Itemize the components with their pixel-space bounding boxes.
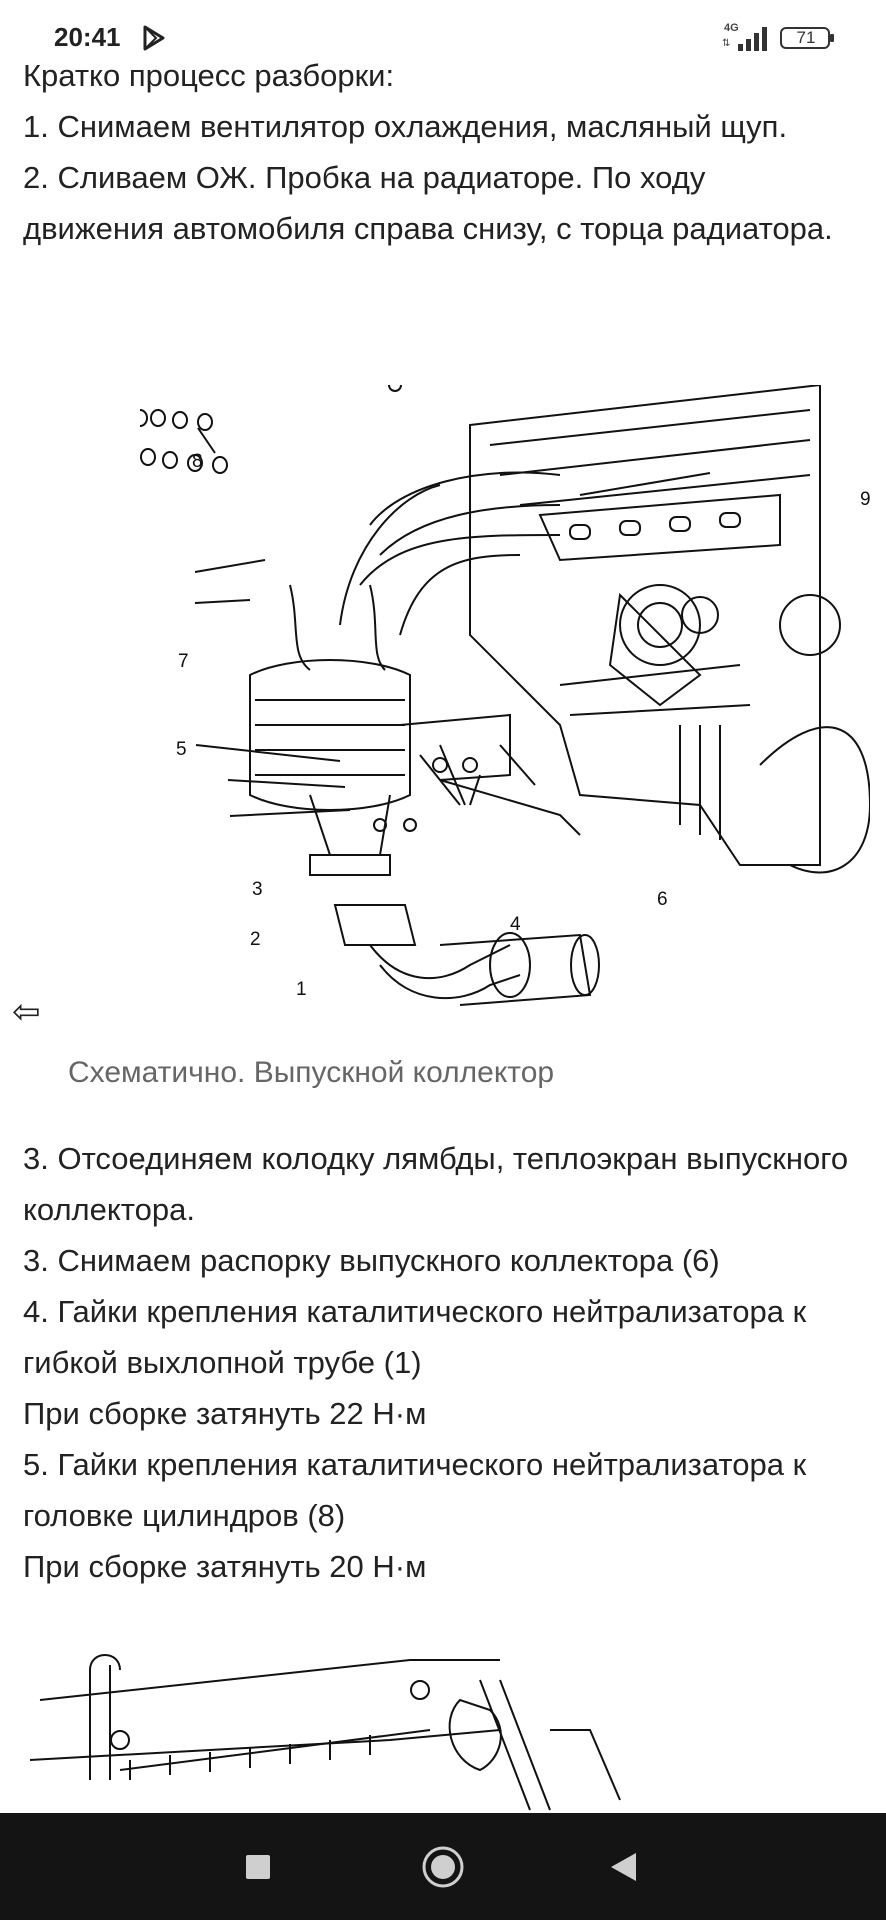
status-time: 20:41 [54, 22, 121, 52]
label-4: 4 [510, 914, 521, 935]
battery-icon [780, 27, 834, 49]
data-arrows-icon: ⇅ [722, 38, 731, 49]
triangle-back-icon [611, 1852, 636, 1881]
paragraph: 5. Гайки крепления каталитического нейтр… [23, 1447, 807, 1533]
play-protect-icon [143, 25, 165, 51]
navigation-bar [0, 1813, 886, 1920]
paragraph: 2. Сливаем ОЖ. Пробка на радиаторе. По х… [23, 160, 833, 246]
second-diagram [30, 1654, 621, 1811]
home-button[interactable] [383, 1813, 503, 1920]
paragraph: При сборке затянуть 20 Н·м [23, 1549, 427, 1584]
signal-icon [738, 27, 767, 51]
article-steps: 3. Отсоединяем колодку лямбды, теплоэкра… [23, 1133, 853, 1592]
exhaust-manifold-diagram[interactable]: 8 9 7 5 3 6 4 2 1 [140, 385, 870, 1045]
label-9: 9 [860, 489, 870, 510]
status-bar: 20:41 4G ⇅ 71 [0, 0, 886, 56]
article-intro: Кратко процесс разборки: 1. Снимаем вент… [23, 50, 843, 254]
label-6: 6 [657, 889, 668, 910]
circle-icon [422, 1846, 464, 1887]
label-1: 1 [296, 979, 307, 1000]
paragraph: 3. Отсоединяем колодку лямбды, теплоэкра… [23, 1141, 849, 1227]
paragraph: Кратко процесс разборки: [23, 58, 395, 93]
label-7: 7 [178, 651, 189, 672]
label-8: 8 [192, 451, 203, 472]
back-arrow-icon[interactable]: ⇦ [12, 993, 41, 1031]
recent-apps-button[interactable] [198, 1813, 318, 1920]
label-2: 2 [250, 929, 261, 950]
label-3: 3 [252, 879, 263, 900]
square-icon [246, 1854, 270, 1879]
battery-level: 71 [796, 28, 816, 47]
network-type: 4G [724, 22, 739, 34]
paragraph: 3. Снимаем распорку выпускного коллектор… [23, 1243, 720, 1278]
figure-caption: Схематично. Выпускной коллектор [68, 1056, 555, 1089]
back-button[interactable] [563, 1813, 683, 1920]
paragraph: 4. Гайки крепления каталитического нейтр… [23, 1294, 807, 1380]
paragraph: 1. Снимаем вентилятор охлаждения, маслян… [23, 109, 788, 144]
paragraph: При сборке затянуть 22 Н·м [23, 1396, 427, 1431]
label-5: 5 [176, 739, 187, 760]
